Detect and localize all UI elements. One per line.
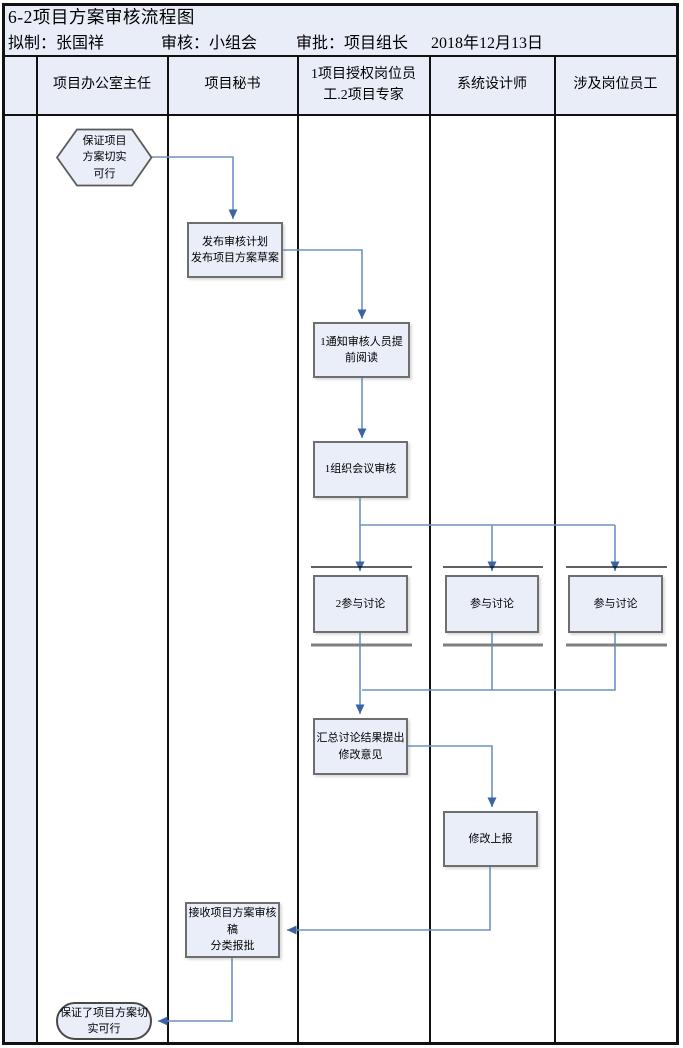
lane-divider-1 — [167, 55, 169, 1043]
lane-divider-2 — [297, 55, 299, 1043]
lane-divider-4 — [554, 55, 556, 1043]
connector-join-from-staff — [362, 633, 616, 691]
page-title: 6-2项目方案审核流程图 — [8, 7, 195, 27]
node-organize-meeting-label: 1组织会议审核 — [324, 463, 397, 476]
node-publish-plan: 发布审核计划 发布项目方案草案 — [187, 222, 283, 278]
node-discuss-staff: 参与讨论 — [568, 575, 663, 633]
header-divider-line — [2, 114, 679, 116]
node-discuss-expert-label: 2参与讨论 — [335, 597, 386, 610]
node-receive-draft: 接收项目方案审核 稿 分类报批 — [185, 902, 280, 958]
lane-header-band — [5, 57, 676, 114]
node-revise-report-label: 修改上报 — [468, 832, 513, 845]
node-end: 保证了项目方案切 实可行 — [56, 1002, 152, 1040]
node-summarize-results-label: 汇总讨论结果提出 修改意见 — [316, 732, 405, 761]
lane-divider-3 — [429, 55, 431, 1043]
node-summarize-results: 汇总讨论结果提出 修改意见 — [313, 718, 408, 775]
meta-reviewed: 审核：小组会 — [161, 35, 258, 52]
meta-date: 2018年12月13日 — [431, 35, 544, 52]
connector-fork-trunk — [359, 498, 615, 526]
left-margin-column — [5, 116, 36, 1042]
node-publish-plan-label: 发布审核计划 发布项目方案草案 — [191, 235, 279, 265]
connector-publish-to-notify — [283, 249, 367, 319]
node-discuss-designer: 参与讨论 — [445, 575, 539, 633]
node-start-label: 保证项目 方案切实 可行 — [82, 134, 127, 180]
node-discuss-designer-label: 参与讨论 — [470, 597, 514, 610]
node-notify-reviewers: 1通知审核人员提 前阅读 — [313, 322, 410, 378]
lane-header-system-designer: 系统设计师 — [457, 77, 527, 93]
node-organize-meeting: 1组织会议审核 — [313, 441, 408, 498]
node-start: 保证项目 方案切实 可行 — [56, 128, 153, 187]
hexagon-shape — [56, 128, 153, 187]
lane-header-authorized-staff: 1项目授权岗位员 工.2项目专家 — [311, 67, 416, 103]
connector-summarize-to-revise — [408, 745, 497, 807]
node-discuss-expert: 2参与讨论 — [313, 575, 408, 633]
lane-header-involved-staff: 涉及岗位员工 — [573, 77, 658, 93]
node-revise-report: 修改上报 — [443, 811, 538, 867]
connector-start-to-publish — [152, 156, 238, 219]
node-end-label: 保证了项目方案切 实可行 — [60, 1006, 148, 1036]
node-notify-reviewers-label: 1通知审核人员提 前阅读 — [320, 335, 403, 365]
connector-receive-to-end — [158, 958, 233, 1026]
node-discuss-staff-label: 参与讨论 — [593, 597, 638, 610]
meta-drafted: 拟制：张国祥 — [8, 35, 105, 52]
node-receive-draft-label: 接收项目方案审核 稿 分类报批 — [188, 907, 277, 953]
title-divider-line — [2, 55, 679, 57]
lane-header-office-director: 项目办公室主任 — [53, 77, 151, 93]
connector-revise-to-receive — [287, 867, 491, 935]
lane-header-secretary: 项目秘书 — [204, 77, 261, 93]
lane-divider-0 — [36, 55, 38, 1043]
meta-approved: 审批：项目组长 — [296, 35, 409, 52]
title-band — [5, 6, 676, 55]
